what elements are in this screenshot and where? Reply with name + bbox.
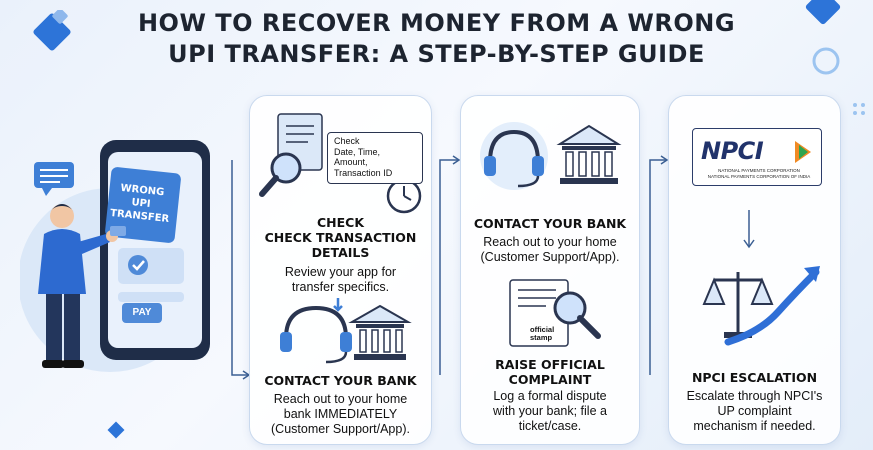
decorative-dots <box>853 103 865 115</box>
card3-body-line3: mechanism if needed. <box>693 419 816 433</box>
card1-step1-heading-line1: CHECK TRANSACTION <box>264 230 417 245</box>
card2-step1-body: Reach out to your home (Customer Support… <box>460 235 640 265</box>
title-line-2: UPI TRANSFER: A STEP-BY-STEP GUIDE <box>168 40 705 68</box>
npci-sub-line2: NATIONAL PAYMENTS CORPORATION OF INDIA <box>707 173 811 179</box>
bank-icon <box>556 124 622 184</box>
headset-bank-icon <box>280 298 412 364</box>
npci-subtitle: NATIONAL PAYMENTS CORPORATION NATIONAL P… <box>699 168 819 179</box>
card3-body-line1: Escalate through NPCI's <box>686 389 823 403</box>
scales-growth-icon <box>702 266 820 346</box>
card3-heading: NPCI ESCALATION <box>691 370 818 385</box>
check-line-4: Transaction ID <box>334 167 393 178</box>
official-stamp-label: official stamp <box>530 326 570 342</box>
decorative-diamond-bottom <box>107 421 125 439</box>
card1-step1-heading: CHECK CHECK TRANSACTION DETAILS <box>249 215 432 260</box>
connector-2 <box>439 155 461 375</box>
wrong-upi-label: WRONG UPI TRANSFER <box>109 182 170 225</box>
card2-step2-body-line1: Log a formal dispute <box>493 389 607 403</box>
card2-step1-body-line2: (Customer Support/App). <box>480 250 620 264</box>
card2-step2-body-line2: with your bank; file a <box>493 404 607 418</box>
card1-step1-heading-line2: DETAILS <box>311 245 370 260</box>
document-magnifier-icon <box>259 113 422 214</box>
down-arrow-icon <box>743 210 755 249</box>
card1-step2-heading: CONTACT YOUR BANK <box>264 373 417 388</box>
stamp-line-2: stamp <box>530 333 553 342</box>
card3-body: Escalate through NPCI's UP complaint mec… <box>668 389 841 434</box>
npci-sub-line1: NATIONAL PAYMENTS CORPORATION <box>718 168 800 173</box>
card1-step2-body-line2: bank IMMEDIATELY <box>283 407 398 421</box>
npci-arrow-mark <box>795 141 811 163</box>
card2-step2-body-line3: ticket/case. <box>518 419 582 433</box>
card2-step1-heading: CONTACT YOUR BANK <box>473 216 627 231</box>
npci-logo: NPCI <box>701 137 764 165</box>
complaint-document-icon <box>509 279 601 347</box>
phone-illustration <box>20 140 210 372</box>
card1-step1-body-line2: transfer specifics. <box>291 280 390 294</box>
stamp-line-1: official <box>530 325 555 334</box>
card1-step2-body-line3: (Customer Support/App). <box>271 422 410 436</box>
card1-step2-body: Reach out to your home bank IMMEDIATELY … <box>249 392 432 437</box>
npci-logo-box: NPCI NATIONAL PAYMENTS CORPORATION NATIO… <box>692 128 822 186</box>
page-title: HOW TO RECOVER MONEY FROM A WRONG UPI TR… <box>0 8 873 70</box>
decorative-cube-top-left <box>33 10 71 51</box>
check-line-1: Check <box>334 136 360 146</box>
check-line-2: Date, Time, <box>334 146 381 157</box>
card2-step2-heading-line2: COMPLAINT <box>508 372 592 387</box>
pay-button: PAY <box>122 303 162 323</box>
title-line-1: HOW TO RECOVER MONEY FROM A WRONG <box>137 9 736 37</box>
decorative-cube-top-right <box>805 0 841 25</box>
card1-step2-body-line1: Reach out to your home <box>273 392 408 406</box>
decorative-ring <box>812 47 840 75</box>
card2-step2-heading-line1: RAISE OFFICIAL <box>495 357 605 372</box>
connector-3 <box>649 155 669 375</box>
card1-step1-label: CHECK <box>316 215 365 230</box>
card2-step1-body-line1: Reach out to your home <box>483 235 617 249</box>
check-line-3: Amount, <box>334 157 368 167</box>
check-list-box: Check Date, Time, Amount, Transaction ID <box>327 132 423 184</box>
card3-body-line2: UP complaint <box>717 404 792 418</box>
card2-step2-body: Log a formal dispute with your bank; fil… <box>460 389 640 434</box>
card1-step1-body-line1: Review your app for <box>284 265 397 279</box>
headset-icon <box>480 122 548 190</box>
card1-step1-body: Review your app for transfer specifics. <box>249 265 432 295</box>
card2-step2-heading: RAISE OFFICIAL COMPLAINT <box>460 357 640 387</box>
